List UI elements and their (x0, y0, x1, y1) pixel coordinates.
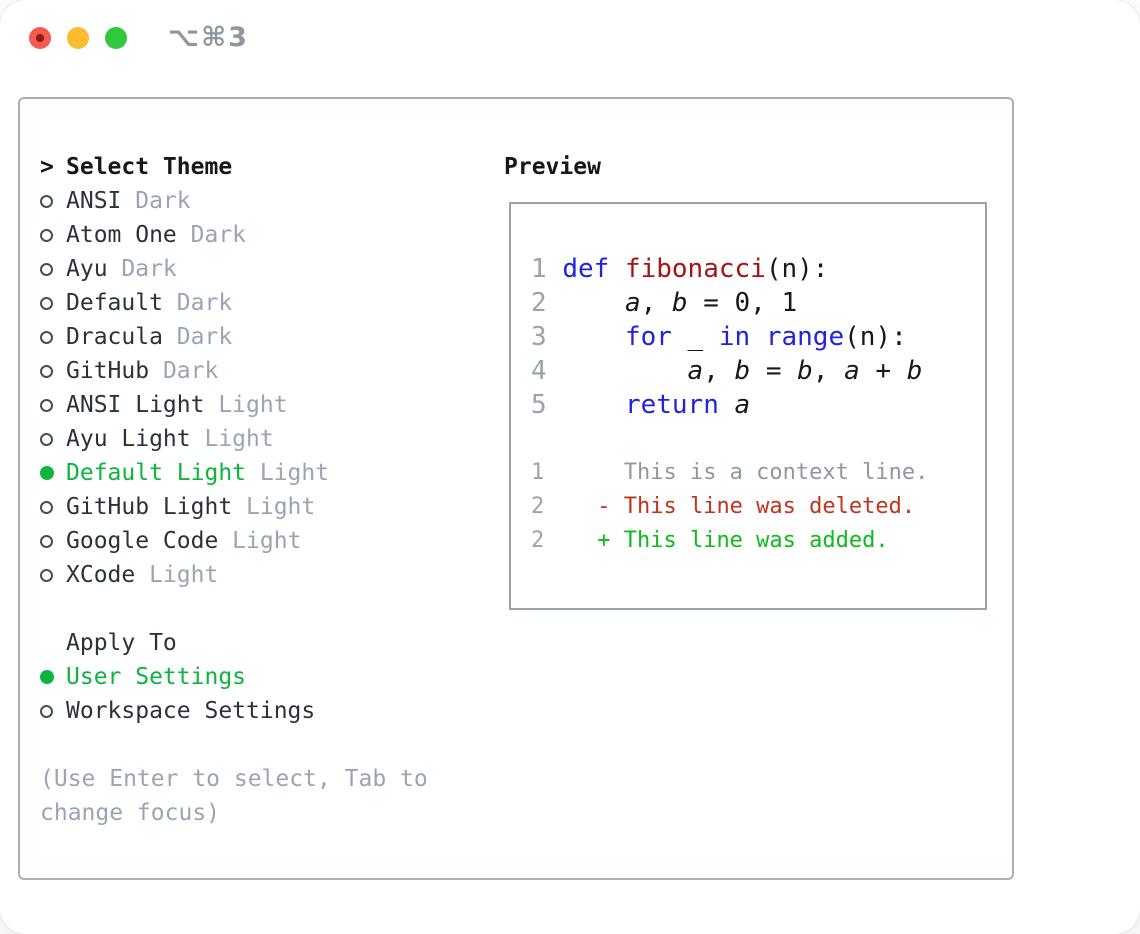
theme-variant-label: Dark (121, 188, 191, 214)
code-line: 4 a, b = b, a + b (531, 356, 923, 386)
code-line: 1 def fibonacci(n): (531, 254, 829, 284)
line-number: 5 (531, 390, 547, 420)
radio-icon (40, 228, 54, 242)
theme-option-label: ANSI Light (66, 392, 205, 418)
line-number: 2 (531, 528, 545, 553)
code-line: 3 for _ in range(n): (531, 322, 907, 352)
radio-icon (40, 568, 54, 582)
spacer (40, 728, 490, 762)
radio-icon (40, 500, 54, 514)
close-button[interactable] (29, 27, 51, 49)
diff-line: 1 This is a context line. (531, 460, 929, 485)
apply-to-header: Apply To (40, 626, 490, 660)
diff-snippet: 1 This is a context line. 2 - This line w… (531, 456, 985, 558)
preview-column: Preview 1 def fibonacci(n): 2 a, b = 0, 1… (504, 150, 987, 610)
spacer (40, 592, 490, 626)
theme-variant-label: Light (218, 528, 302, 554)
hint-line-1: (Use Enter to select, Tab to (40, 766, 428, 792)
theme-option-xcode[interactable]: XCode Light (40, 558, 490, 592)
theme-variant-label: Dark (176, 222, 247, 248)
preview-title: Preview (504, 154, 601, 180)
theme-variant-label: Light (204, 392, 288, 418)
theme-variant-label: Light (135, 562, 219, 588)
apply-option-workspace-settings[interactable]: Workspace Settings (40, 694, 490, 728)
theme-option-label: Google Code (66, 528, 219, 554)
theme-variant-label: Dark (107, 256, 177, 282)
theme-variant-label: Dark (149, 358, 219, 384)
theme-option-github-light[interactable]: GitHub Light Light (40, 490, 490, 524)
radio-icon (40, 704, 54, 718)
theme-option-label: Atom One (66, 222, 177, 248)
theme-variant-label: Dark (162, 324, 233, 350)
theme-option-google-code[interactable]: Google Code Light (40, 524, 490, 558)
theme-option-label: Ayu (66, 256, 108, 282)
line-number: 2 (531, 494, 545, 519)
theme-option-label: XCode (66, 562, 136, 588)
select-theme-title: Select Theme (66, 154, 233, 180)
preview-box: 1 def fibonacci(n): 2 a, b = 0, 1 3 for _ … (509, 202, 987, 610)
line-number: 2 (531, 288, 547, 318)
select-theme-header: > Select Theme (40, 150, 490, 184)
diff-line: 2 - This line was deleted. (531, 494, 916, 519)
line-number: 1 (531, 460, 545, 485)
theme-option-label: Ayu Light (66, 426, 191, 452)
theme-option-label: ANSI (66, 188, 122, 214)
cursor-marker: > (40, 154, 54, 180)
titlebar: ⌥⌘3 (0, 0, 1140, 70)
theme-option-label: GitHub (66, 358, 150, 384)
zoom-button[interactable] (105, 27, 127, 49)
theme-option-ansi-light[interactable]: ANSI Light Light (40, 388, 490, 422)
apply-option-label: Workspace Settings (66, 698, 316, 724)
line-number: 3 (531, 322, 547, 352)
theme-option-label: Default (66, 290, 163, 316)
radio-icon (40, 364, 54, 378)
minimize-button[interactable] (67, 27, 89, 49)
radio-icon (40, 296, 54, 310)
theme-option-label: Default Light (66, 460, 247, 486)
apply-option-user-settings[interactable]: User Settings (40, 660, 490, 694)
theme-option-ayu[interactable]: Ayu Dark (40, 252, 490, 286)
theme-option-ansi[interactable]: ANSI Dark (40, 184, 490, 218)
code-line: 5 return a (531, 390, 751, 420)
theme-variant-label: Light (190, 426, 274, 452)
theme-option-ayu-light[interactable]: Ayu Light Light (40, 422, 490, 456)
code-line: 2 a, b = 0, 1 (531, 288, 798, 318)
window-title-shortcut: ⌥⌘3 (168, 22, 249, 53)
radio-icon (40, 194, 54, 208)
theme-variant-label: Dark (162, 290, 233, 316)
radio-selected-icon (40, 670, 54, 684)
diff-line: 2 + This line was added. (531, 528, 889, 553)
theme-option-default[interactable]: Default Dark (40, 286, 490, 320)
hint-line-2: change focus) (40, 800, 221, 826)
radio-icon (40, 534, 54, 548)
cursor-icon: > (40, 154, 54, 180)
python-snippet: 1 def fibonacci(n): 2 a, b = 0, 1 3 for _ … (531, 252, 985, 422)
radio-icon (40, 398, 54, 412)
line-number: 1 (531, 254, 547, 284)
radio-icon (40, 432, 54, 446)
theme-variant-label: Light (246, 460, 330, 486)
theme-option-dracula[interactable]: Dracula Dark (40, 320, 490, 354)
apply-to-label: Apply To (66, 630, 177, 656)
line-number: 4 (531, 356, 547, 386)
close-dot-icon (36, 34, 44, 42)
radio-icon (40, 262, 54, 276)
radio-icon (40, 330, 54, 344)
theme-option-label: GitHub Light (66, 494, 233, 520)
theme-option-github[interactable]: GitHub Dark (40, 354, 490, 388)
theme-variant-label: Light (232, 494, 316, 520)
theme-option-atom-one[interactable]: Atom One Dark (40, 218, 490, 252)
apply-option-label: User Settings (66, 664, 247, 690)
theme-option-label: Dracula (66, 324, 163, 350)
theme-option-default-light[interactable]: Default Light Light (40, 456, 490, 490)
radio-selected-icon (40, 466, 54, 480)
